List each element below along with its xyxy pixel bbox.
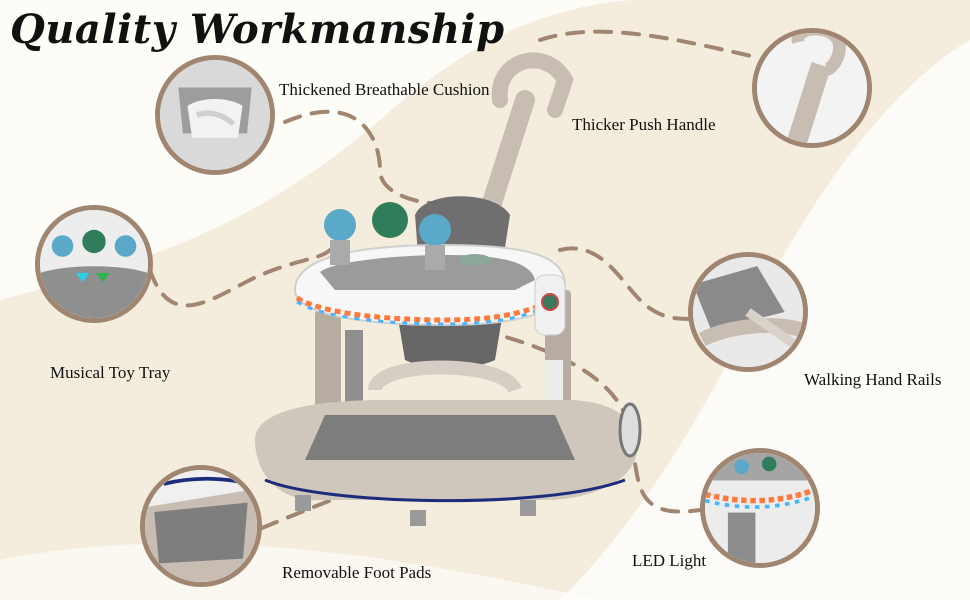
- foot-pads-icon: [145, 470, 257, 582]
- hand-rails-closeup-image: [688, 252, 808, 372]
- toy-tray-icon: [40, 210, 148, 318]
- feature-label-led-light: LED Light: [632, 551, 707, 570]
- cushion-closeup-image: [155, 55, 275, 175]
- led-light-closeup-image: [700, 448, 820, 568]
- baby-walker-image: [255, 52, 642, 526]
- feature-label-cushion: Thickened Breathable Cushion: [279, 80, 490, 99]
- feature-label-hand-rails: Walking Hand Rails: [804, 370, 942, 389]
- feature-label-foot-pads: Removable Foot Pads: [282, 563, 432, 582]
- foot-pads-closeup-image: [140, 465, 262, 587]
- feature-label-push-handle: Thicker Push Handle: [572, 115, 716, 134]
- hand-rails-icon: [693, 257, 803, 367]
- feature-label-toy-tray: Musical Toy Tray: [50, 363, 171, 382]
- cushion-icon: [160, 60, 270, 170]
- push-handle-closeup-image: [752, 28, 872, 148]
- push-handle-icon: [757, 33, 867, 143]
- led-light-icon: [705, 453, 815, 563]
- page-title: Quality Workmanship: [10, 6, 505, 53]
- toy-tray-closeup-image: [35, 205, 153, 323]
